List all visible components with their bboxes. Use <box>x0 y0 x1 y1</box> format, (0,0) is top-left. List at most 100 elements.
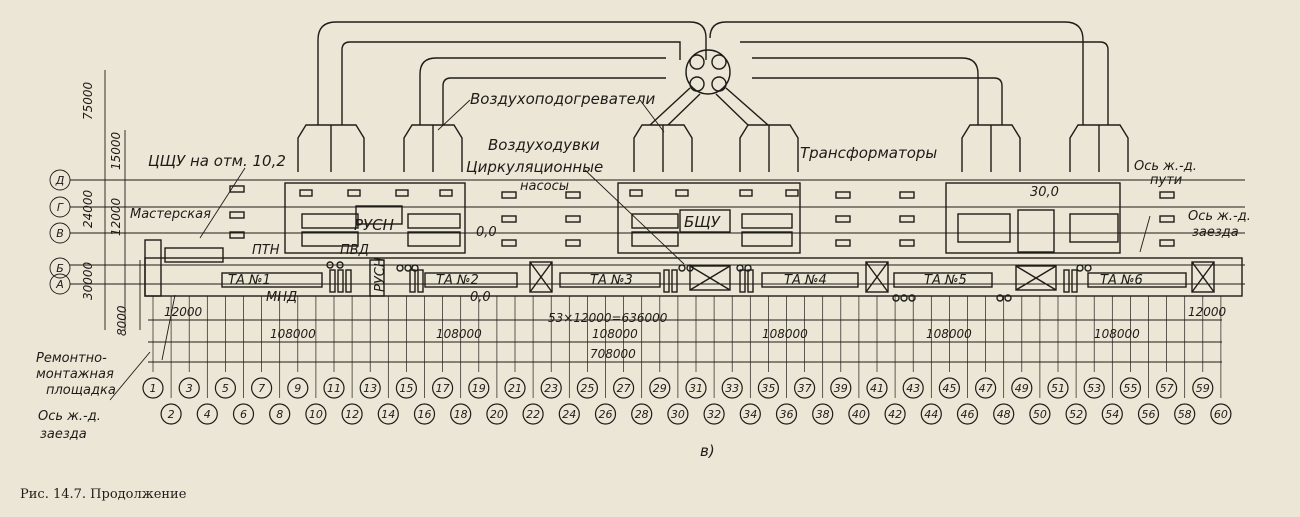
label-unit-3: ТА №3 <box>590 273 633 288</box>
column-marker-circle <box>1065 403 1087 425</box>
column-marker: 27 <box>612 377 635 399</box>
row-marker-label: А <box>55 278 64 291</box>
column-marker-circle <box>775 403 798 425</box>
turbine-hall <box>144 239 1243 297</box>
dim-108000-5: 108000 <box>926 327 972 341</box>
label-circ-pumps-1: Циркуляционные <box>466 158 603 176</box>
column-marker: 28 <box>631 403 653 425</box>
column-marker-circle <box>377 403 399 425</box>
column-marker-circle <box>558 403 580 425</box>
column-marker-label: 48 <box>997 408 1011 421</box>
column-marker-label: 37 <box>798 382 812 395</box>
column-marker: 16 <box>413 403 436 425</box>
column-marker: 45 <box>938 377 961 399</box>
column-marker: 47 <box>974 377 997 399</box>
column-marker-label: 5 <box>222 382 229 395</box>
column-marker: 48 <box>993 403 1015 425</box>
column-marker-label: 35 <box>761 382 775 395</box>
figure-caption: Рис. 14.7. Продолжение <box>20 487 187 502</box>
air-ducts <box>317 21 1109 126</box>
column-marker-circle <box>830 377 852 399</box>
column-marker: 52 <box>1065 403 1087 425</box>
label-bshu: БЩУ <box>684 213 721 231</box>
column-marker-circle <box>251 377 273 399</box>
label-rail-left-1: Ось ж.-д. <box>38 409 101 424</box>
column-marker-label: 38 <box>816 408 830 421</box>
column-marker: 5 <box>214 377 236 399</box>
column-marker-circle <box>920 403 942 425</box>
column-marker-label: 7 <box>258 382 265 395</box>
row-axes <box>49 169 1245 295</box>
dim-75000: 75000 <box>81 81 95 120</box>
column-marker-circle <box>522 403 544 425</box>
dim-108000-1: 108000 <box>270 327 316 341</box>
label-rail-axis-1b: пути <box>1150 173 1182 188</box>
column-marker: 50 <box>1029 403 1051 425</box>
column-marker-label: 26 <box>599 408 613 421</box>
column-marker-label: 45 <box>942 382 956 395</box>
column-marker-label: 4 <box>204 408 211 421</box>
row-marker-label: Д <box>55 174 65 187</box>
column-marker-circle <box>323 377 345 399</box>
column-marker-label: 55 <box>1123 382 1137 395</box>
column-marker-circle <box>938 377 961 399</box>
leader-lines <box>109 99 1151 401</box>
column-marker-label: 8 <box>276 408 283 421</box>
dim-108000-6: 108000 <box>1094 327 1140 341</box>
label-pvd: ПВД <box>340 243 369 258</box>
column-marker: 42 <box>884 403 906 425</box>
column-marker-label: 51 <box>1051 382 1065 395</box>
column-marker-circle <box>196 403 218 425</box>
column-marker-label: 32 <box>707 408 721 421</box>
column-marker-circle <box>1011 377 1033 399</box>
column-marker-label: 30 <box>671 408 685 421</box>
dim-30000: 30000 <box>81 261 95 300</box>
column-marker-circle <box>703 403 725 425</box>
column-marker-circle <box>956 403 979 425</box>
column-marker-circle <box>1029 403 1051 425</box>
column-marker-circle <box>341 403 363 425</box>
column-marker: 26 <box>594 403 617 425</box>
label-unit-5: ТА №5 <box>924 273 967 288</box>
column-marker-label: 14 <box>381 408 395 421</box>
column-marker-circle <box>1155 377 1178 399</box>
dim-108000-4: 108000 <box>762 327 808 341</box>
column-marker-label: 27 <box>617 382 631 395</box>
column-marker-circle <box>1047 377 1069 399</box>
column-marker-label: 52 <box>1069 408 1083 421</box>
column-marker-label: 18 <box>454 408 468 421</box>
column-marker: 31 <box>685 377 707 399</box>
dim-total: 708000 <box>590 347 636 361</box>
column-marker-circle <box>504 377 526 399</box>
column-marker: 38 <box>812 403 834 425</box>
label-repair-3: площадка <box>46 383 116 398</box>
column-marker-circle <box>1210 403 1232 425</box>
label-workshop: Мастерская <box>130 207 211 222</box>
column-marker-label: 43 <box>906 382 920 395</box>
column-marker-circle <box>739 403 761 425</box>
column-marker-label: 22 <box>526 408 540 421</box>
column-marker-label: 60 <box>1214 408 1228 421</box>
column-marker: 41 <box>866 377 888 399</box>
column-marker-label: 58 <box>1178 408 1192 421</box>
column-marker: 14 <box>377 403 399 425</box>
label-rail-axis-2a: Ось ж.-д. <box>1188 209 1251 224</box>
column-marker-circle <box>1174 403 1196 425</box>
air-heaters <box>297 124 1129 172</box>
label-elev-30-0: 30,0 <box>1030 185 1059 200</box>
column-marker-label: 17 <box>436 382 450 395</box>
column-marker-circle <box>594 403 617 425</box>
column-marker: 20 <box>486 403 508 425</box>
column-marker-circle <box>1137 403 1160 425</box>
column-marker-label: 53 <box>1087 382 1101 395</box>
column-marker-label: 46 <box>961 408 975 421</box>
column-marker-label: 36 <box>780 408 794 421</box>
column-marker: 60 <box>1210 403 1232 425</box>
column-marker-label: 2 <box>168 408 175 421</box>
label-rail-axis-2b: заезда <box>1192 225 1239 240</box>
label-rusn-1: РУСН <box>354 216 394 234</box>
column-marker-circle <box>721 377 743 399</box>
label-unit-4: ТА №4 <box>784 273 827 288</box>
column-marker-label: 9 <box>294 382 301 395</box>
